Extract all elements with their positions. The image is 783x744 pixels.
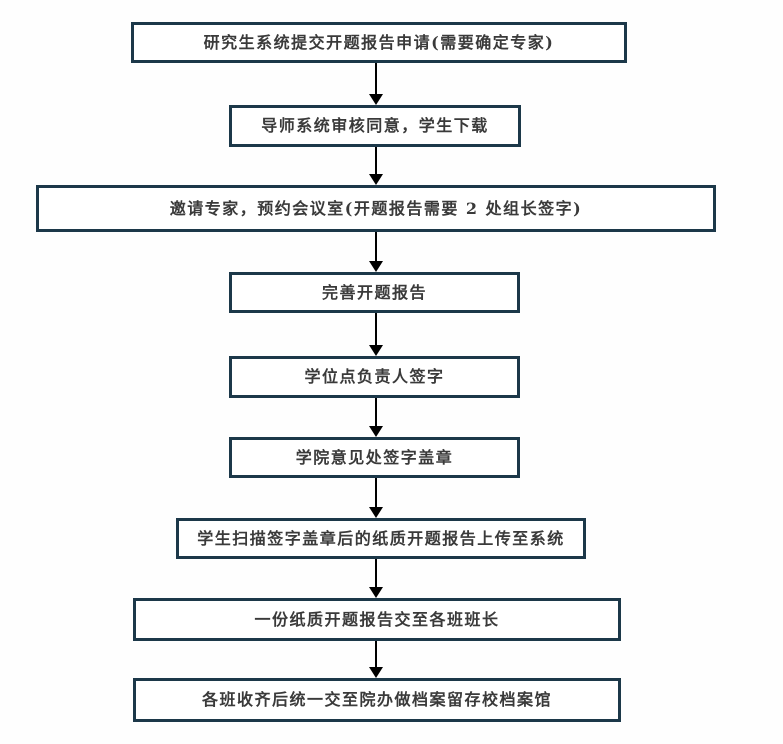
arrow-shaft: [375, 313, 377, 348]
down-arrow-1: [369, 63, 383, 105]
down-arrow-4: [369, 313, 383, 356]
arrow-head-icon: [369, 94, 383, 105]
flow-node-3-label: 邀请专家，预约会议室(开题报告需要 2 处组长签字): [169, 198, 583, 218]
flow-node-8: 一份纸质开题报告交至各班班长: [133, 598, 621, 641]
down-arrow-8: [369, 641, 383, 678]
flow-node-5-label: 学位点负责人签字: [304, 367, 445, 387]
arrow-shaft: [375, 63, 377, 97]
flow-node-4: 完善开题报告: [229, 272, 520, 313]
arrow-shaft: [375, 398, 377, 429]
flow-node-5: 学位点负责人签字: [229, 356, 520, 398]
flow-node-4-label: 完善开题报告: [321, 282, 427, 302]
down-arrow-5: [369, 398, 383, 437]
arrow-head-icon: [369, 426, 383, 437]
arrow-shaft: [375, 641, 377, 670]
arrow-head-icon: [369, 507, 383, 518]
arrow-shaft: [375, 147, 377, 177]
flow-node-9: 各班收齐后统一交至院办做档案留存校档案馆: [133, 678, 621, 722]
arrow-head-icon: [369, 261, 383, 272]
arrow-shaft: [375, 559, 377, 590]
down-arrow-7: [369, 559, 383, 598]
flow-node-2-label: 导师系统审核同意，学生下载: [261, 116, 489, 136]
arrow-head-icon: [369, 345, 383, 356]
arrow-shaft: [375, 478, 377, 510]
flow-node-7-label: 学生扫描签字盖章后的纸质开题报告上传至系统: [197, 528, 565, 548]
down-arrow-3: [369, 232, 383, 272]
flow-node-8-label: 一份纸质开题报告交至各班班长: [254, 609, 500, 629]
flow-node-6: 学院意见处签字盖章: [229, 437, 520, 478]
flow-node-6-label: 学院意见处签字盖章: [295, 447, 454, 467]
arrow-shaft: [375, 232, 377, 264]
arrow-head-icon: [369, 174, 383, 185]
down-arrow-6: [369, 478, 383, 518]
arrow-head-icon: [369, 667, 383, 678]
flow-node-3: 邀请专家，预约会议室(开题报告需要 2 处组长签字): [36, 185, 716, 232]
down-arrow-2: [369, 147, 383, 185]
flow-node-1-label: 研究生系统提交开题报告申请(需要确定专家): [203, 32, 555, 52]
flow-node-1: 研究生系统提交开题报告申请(需要确定专家): [131, 22, 627, 63]
flow-node-9-label: 各班收齐后统一交至院办做档案留存校档案馆: [201, 690, 552, 710]
arrow-head-icon: [369, 587, 383, 598]
flow-node-2: 导师系统审核同意，学生下载: [229, 105, 521, 147]
flow-node-7: 学生扫描签字盖章后的纸质开题报告上传至系统: [176, 518, 586, 559]
